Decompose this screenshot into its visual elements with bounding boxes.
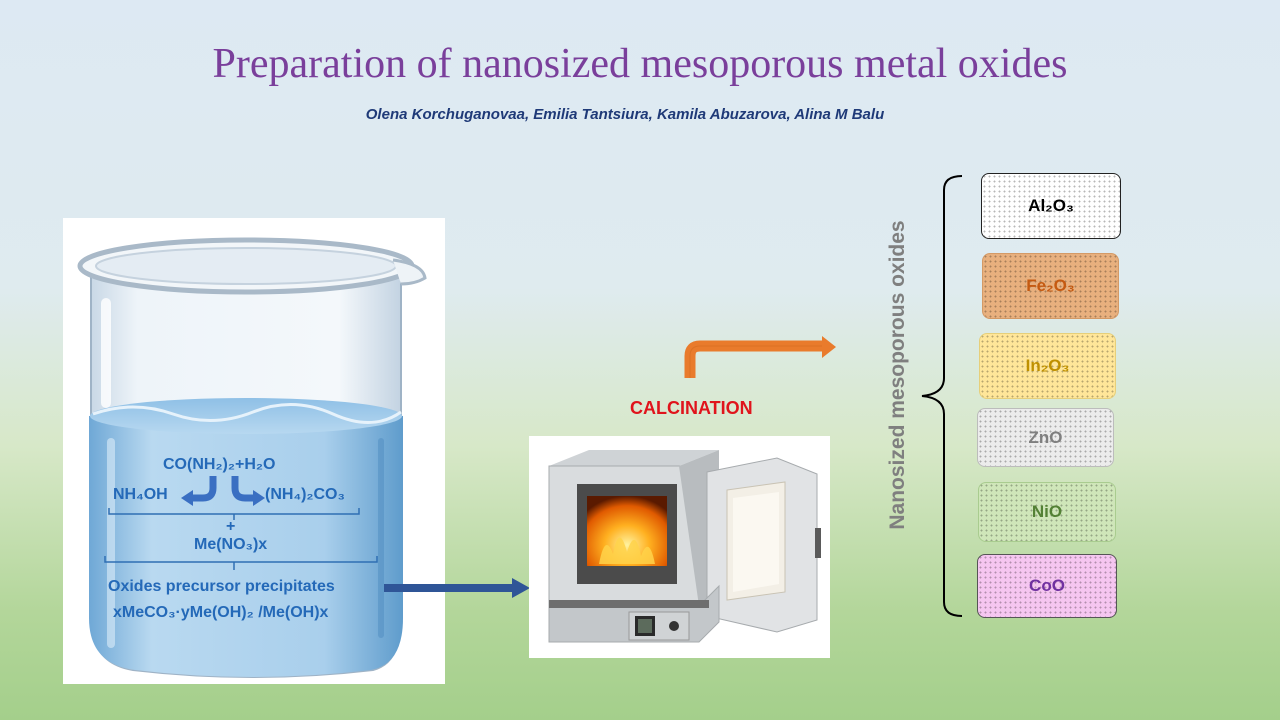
beaker-panel: CO(NH₂)₂+H₂O NH₄OH (NH₄)₂CO₃ + Me(NO₃)x … [63,218,445,684]
oxide-box-in2o3: In₂O₃ [979,333,1116,399]
oxides-bracket [921,175,963,617]
product-ammonium-carbonate: (NH₄)₂CO₃ [265,486,345,503]
oxide-box-zno: ZnO [977,408,1114,467]
precipitates-label: Oxides precursor precipitates [108,578,335,595]
oxide-box-al2o3: Al₂O₃ [981,173,1121,239]
oxide-box-fe2o3: Fe₂O₃ [982,253,1119,319]
authors-line: Olena Korchuganovaa, Emilia Tantsiura, K… [365,106,885,123]
oxide-box-nio: NiO [978,482,1116,542]
oxides-group-label: Nanosized mesoporous oxides [886,220,909,530]
reaction-urea-water: CO(NH₂)₂+H₂O [163,456,276,473]
muffle-furnace-icon [548,450,821,643]
metal-nitrate: Me(NO₃)x [194,536,268,553]
product-ammonium-hydroxide: NH₄OH [113,486,168,503]
beaker-illustration [77,237,427,678]
calcination-arrow [684,336,836,378]
beaker-to-furnace-arrow [384,578,530,598]
slide-title: Preparation of nanosized mesoporous meta… [212,41,1068,87]
precipitates-formula: xMeCO₃·yMe(OH)₂ /Me(OH)x [113,604,329,621]
oxide-box-coo: CoO [977,554,1117,618]
plus-sign: + [226,518,236,535]
furnace-panel [529,436,830,658]
calcination-label: CALCINATION [630,398,753,418]
